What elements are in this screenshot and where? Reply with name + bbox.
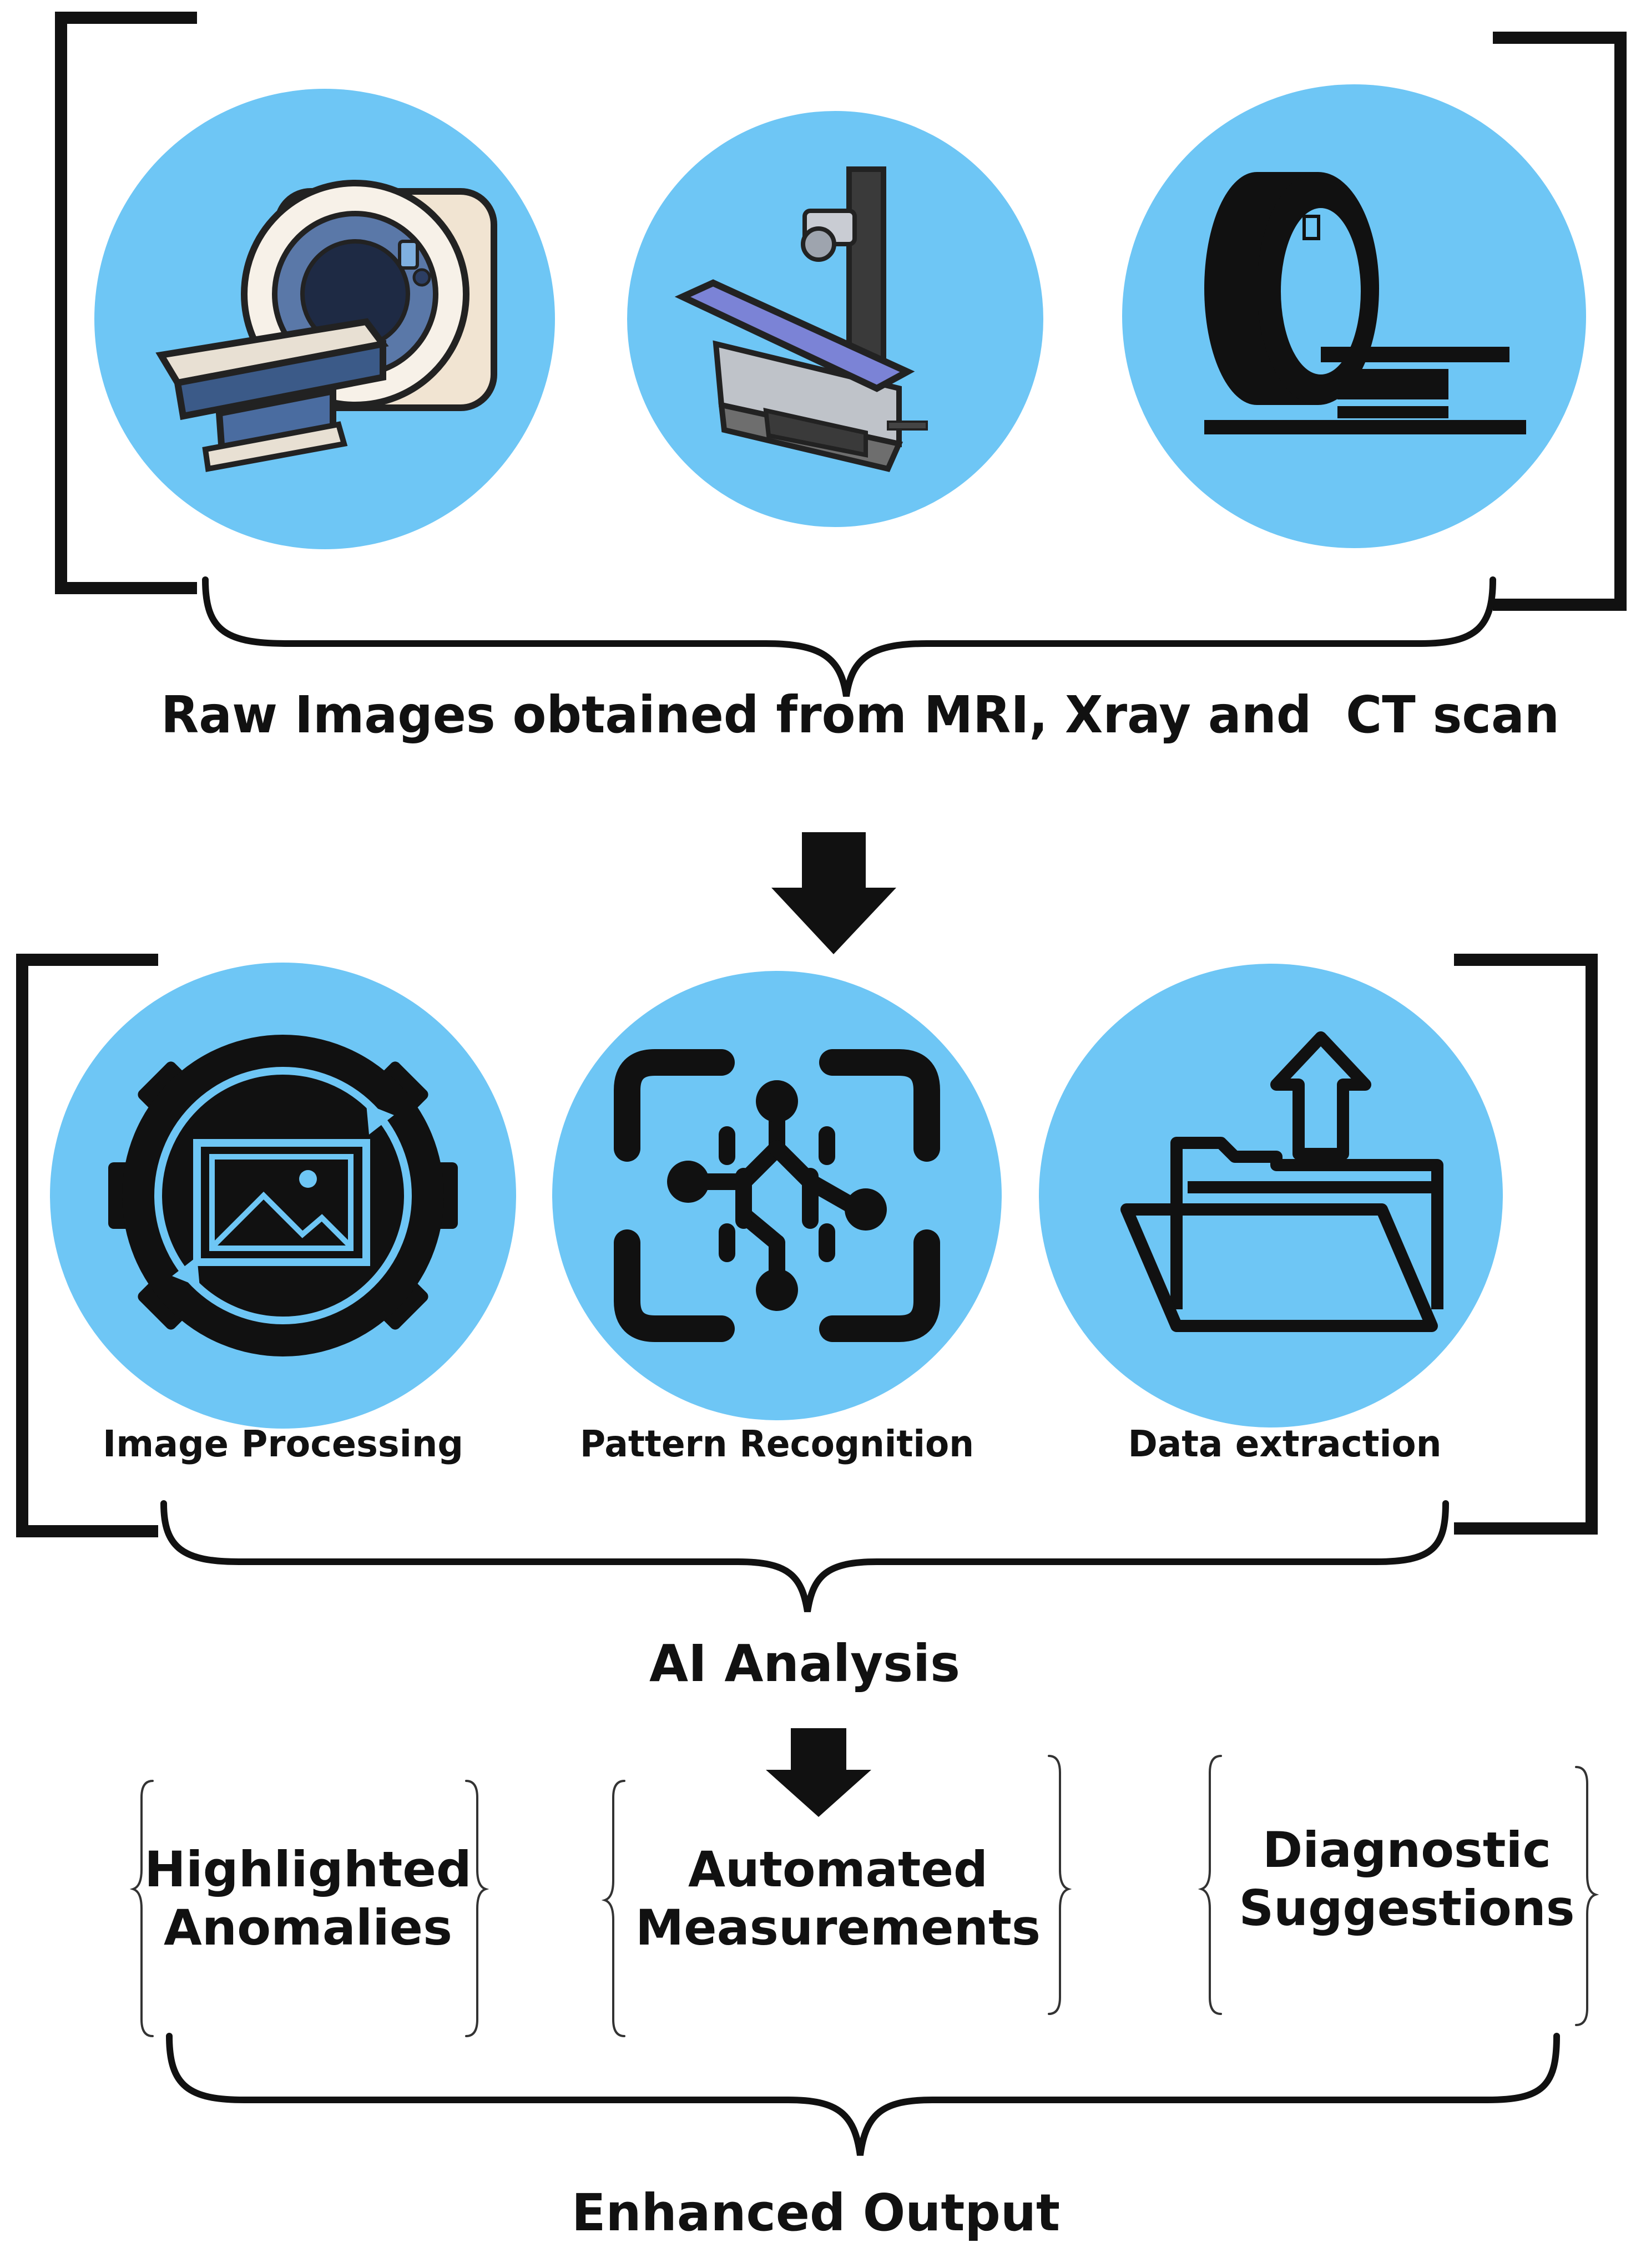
down-arrow-icon <box>766 1728 871 1817</box>
section-raw-images: Raw Images obtained from MRI, Xray and C… <box>55 12 1627 745</box>
image-processing-label: Image Processing <box>103 1422 463 1465</box>
automated-measurements-line2: Measurements <box>635 1899 1041 1956</box>
curly-brace-enhanced-output <box>166 2033 1560 2156</box>
curly-brace-ai-analysis <box>160 1500 1449 1612</box>
section-enhanced-output: Highlighted Anomalies Automated Measurem… <box>129 1755 1599 2242</box>
highlighted-anomalies-line1: Highlighted <box>144 1841 472 1898</box>
raw-images-caption: Raw Images obtained from MRI, Xray and C… <box>161 685 1559 745</box>
diagnostic-suggestions-line2: Suggestions <box>1239 1880 1575 1937</box>
folder-upload-icon <box>1039 964 1503 1427</box>
curly-brace-raw-images <box>202 576 1496 697</box>
data-extraction-label: Data extraction <box>1128 1422 1442 1465</box>
ct-scanner-icon <box>1122 84 1586 548</box>
ai-analysis-caption: AI Analysis <box>649 1634 960 1693</box>
xray-machine-icon <box>627 111 1043 527</box>
highlighted-anomalies-line2: Anomalies <box>164 1899 452 1956</box>
left-square-bracket <box>16 954 158 1537</box>
automated-measurements-line1: Automated <box>688 1841 988 1898</box>
section-ai-analysis: Image Processing Pattern Recognition Dat… <box>16 954 1598 1693</box>
image-processing-gear-icon <box>50 963 516 1429</box>
mri-scanner-icon <box>94 89 555 549</box>
right-square-bracket <box>1493 32 1627 611</box>
down-arrow-icon <box>771 832 896 954</box>
left-square-bracket <box>55 12 197 594</box>
pattern-recognition-icon <box>552 971 1002 1420</box>
enhanced-output-caption: Enhanced Output <box>572 2183 1060 2242</box>
diagnostic-suggestions-line1: Diagnostic <box>1263 1821 1551 1879</box>
pattern-recognition-label: Pattern Recognition <box>580 1422 974 1465</box>
output-brackets <box>129 1755 1599 2037</box>
right-square-bracket <box>1454 954 1598 1535</box>
